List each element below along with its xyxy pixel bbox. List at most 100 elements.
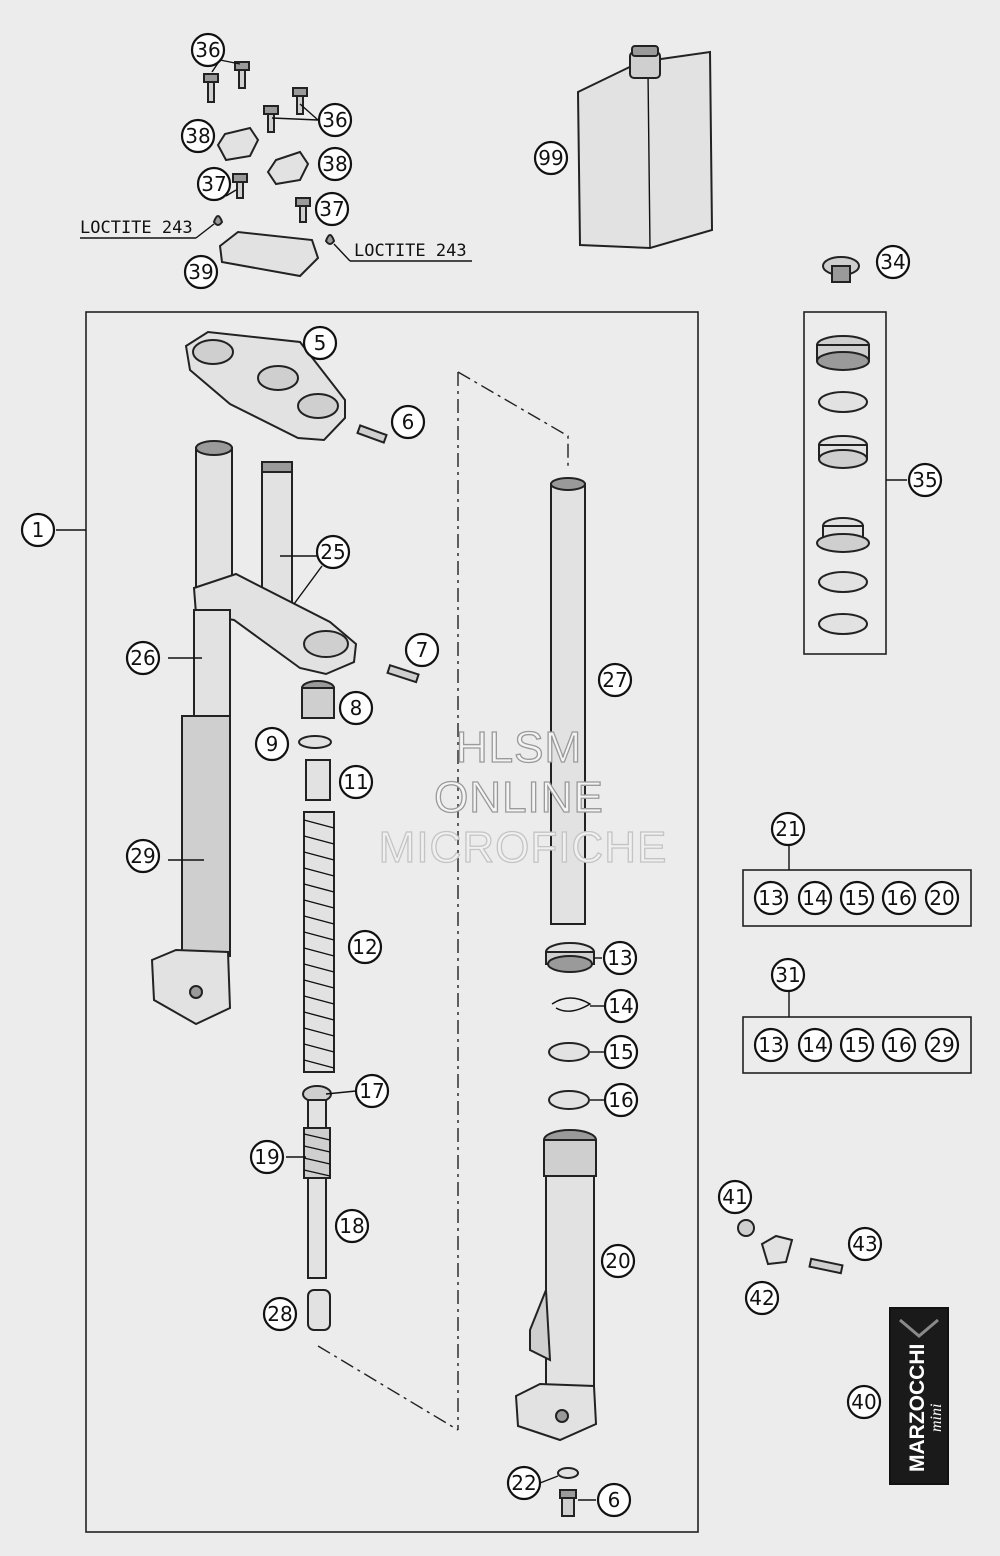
- callout-26: 26: [125, 640, 161, 676]
- svg-text:39: 39: [188, 260, 213, 284]
- spacer-11: [305, 759, 331, 801]
- callout-40: 40: [846, 1384, 882, 1420]
- svg-text:13: 13: [607, 946, 632, 970]
- bolt-36-c: [263, 105, 279, 133]
- callout-43: 43: [847, 1226, 883, 1262]
- svg-text:19: 19: [254, 1145, 279, 1169]
- oil-seal-15: [548, 1042, 590, 1062]
- brand-sub: mini: [928, 1404, 945, 1432]
- svg-text:38: 38: [322, 152, 347, 176]
- svg-text:1: 1: [32, 518, 45, 542]
- callout-42: 42: [744, 1280, 780, 1316]
- leader-lines: [56, 59, 790, 1501]
- bearing-set-frame: [803, 311, 887, 655]
- bearing-cup-top: [816, 335, 870, 371]
- callout-8: 8: [338, 690, 374, 726]
- callout-16: 16: [881, 1027, 917, 1063]
- spring-12: [303, 811, 335, 1073]
- callout-34: 34: [875, 244, 911, 280]
- svg-text:42: 42: [749, 1286, 774, 1310]
- rebound-spring-19: [303, 1127, 331, 1179]
- svg-text:8: 8: [350, 696, 363, 720]
- fork-leg-29-upper: [193, 609, 231, 721]
- fork-leg-29-foot: [150, 948, 232, 1026]
- bearing-race-lower: [816, 517, 870, 553]
- callout-17: 17: [354, 1073, 390, 1109]
- callout-19: 19: [249, 1139, 285, 1175]
- callout-16: 16: [881, 880, 917, 916]
- brand-name: MARZOCCHI: [906, 1344, 929, 1472]
- bolt-7: [386, 663, 420, 684]
- oil-bottle-99: [576, 45, 714, 250]
- ball-bearing-lower: [818, 571, 868, 593]
- svg-text:18: 18: [339, 1214, 364, 1238]
- callout-6: 6: [596, 1482, 632, 1518]
- callout-37: 37: [314, 191, 350, 227]
- svg-text:29: 29: [929, 1033, 954, 1057]
- svg-text:26: 26: [130, 646, 155, 670]
- bolt-36-b: [234, 61, 250, 89]
- bolt-37-a: [232, 173, 248, 199]
- callout-20: 20: [924, 880, 960, 916]
- callout-38: 38: [317, 146, 353, 182]
- callout-41: 41: [717, 1179, 753, 1215]
- bearing-race-upper: [818, 435, 868, 469]
- marzocchi-decal-40: MARZOCCHI mini: [889, 1307, 949, 1485]
- svg-text:20: 20: [929, 886, 954, 910]
- svg-text:15: 15: [608, 1040, 633, 1064]
- circlip-14: [551, 997, 592, 1012]
- svg-text:7: 7: [416, 638, 429, 662]
- bolt-37-b: [295, 197, 311, 223]
- o-ring-9: [298, 735, 332, 749]
- svg-text:14: 14: [802, 1033, 827, 1057]
- svg-text:29: 29: [130, 844, 155, 868]
- svg-text:6: 6: [608, 1488, 621, 1512]
- svg-text:5: 5: [314, 331, 327, 355]
- kit-21-frame: [742, 869, 972, 927]
- svg-text:15: 15: [844, 886, 869, 910]
- svg-text:22: 22: [511, 1471, 536, 1495]
- callout-21: 21: [770, 811, 806, 847]
- callout-7: 7: [404, 632, 440, 668]
- watermark-line3: MICROFICHE: [379, 823, 668, 872]
- svg-text:28: 28: [267, 1302, 292, 1326]
- svg-text:17: 17: [359, 1079, 384, 1103]
- kit-31-frame: [742, 1016, 972, 1074]
- callout-99: 99: [533, 140, 569, 176]
- washer-22: [557, 1467, 579, 1479]
- handlebar-clamp-38-left: [216, 126, 260, 162]
- bolt-6-top: [356, 424, 388, 444]
- fork-assembly-frame: [85, 311, 699, 1533]
- svg-text:41: 41: [722, 1185, 747, 1209]
- svg-text:16: 16: [886, 886, 911, 910]
- bolt-36-d: [292, 87, 308, 115]
- svg-text:36: 36: [195, 38, 220, 62]
- callout-36: 36: [317, 102, 353, 138]
- callout-5: 5: [302, 325, 338, 361]
- handlebar-clamp-38-right: [266, 150, 310, 186]
- callout-39: 39: [183, 254, 219, 290]
- seal-ring-lower: [818, 613, 868, 635]
- svg-text:6: 6: [402, 410, 415, 434]
- center-line-stem: [457, 371, 569, 470]
- loctite-drop-left: [212, 215, 224, 226]
- svg-text:40: 40: [851, 1390, 876, 1414]
- fork-cap-8: [301, 680, 335, 719]
- callout-18: 18: [334, 1208, 370, 1244]
- svg-text:31: 31: [775, 963, 800, 987]
- dust-seal-13: [545, 942, 595, 973]
- callout-12: 12: [347, 929, 383, 965]
- callout-15: 15: [839, 880, 875, 916]
- callout-16: 16: [603, 1082, 639, 1118]
- svg-text:43: 43: [852, 1232, 877, 1256]
- watermark-line2: ONLINE: [434, 773, 604, 822]
- callout-15: 15: [603, 1034, 639, 1070]
- callout-13: 13: [753, 880, 789, 916]
- clamp-base-39: [218, 230, 320, 278]
- svg-text:27: 27: [602, 668, 627, 692]
- svg-text:37: 37: [201, 172, 226, 196]
- svg-text:13: 13: [758, 886, 783, 910]
- callout-38: 38: [180, 118, 216, 154]
- callout-31: 31: [770, 957, 806, 993]
- bolt-36-a: [203, 73, 219, 103]
